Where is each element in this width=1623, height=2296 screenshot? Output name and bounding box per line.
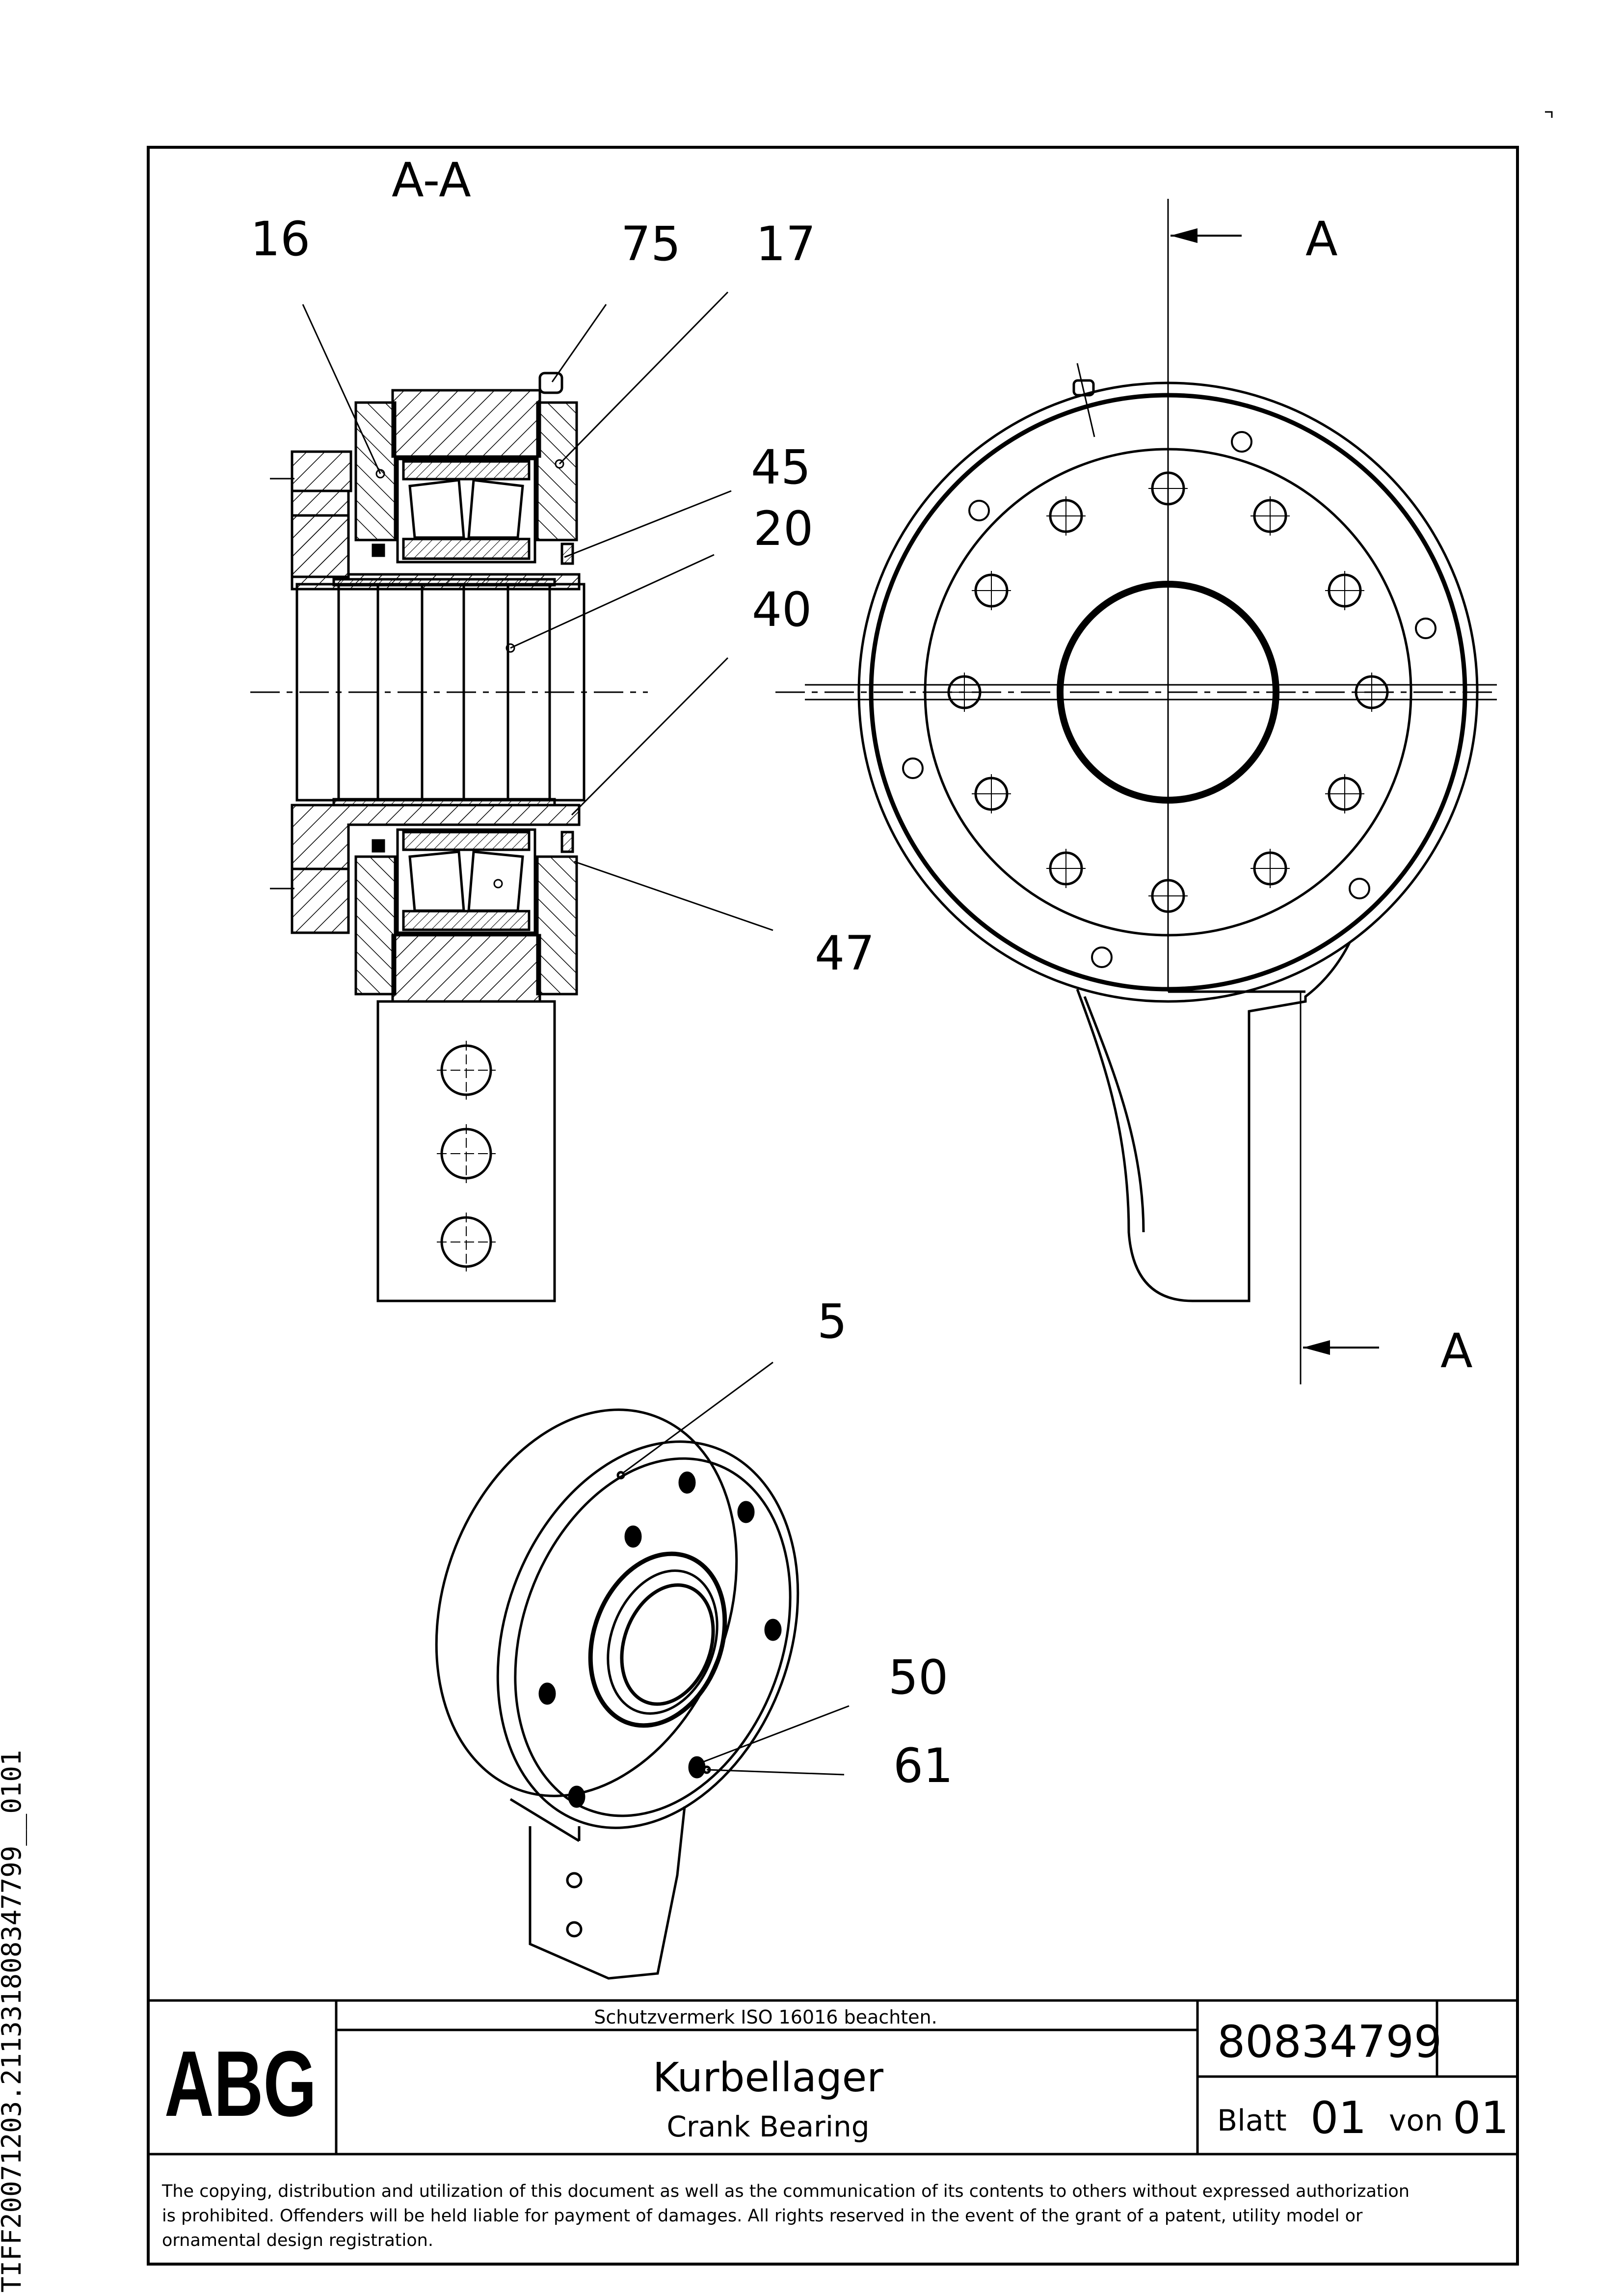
drawing-title: Kurbellager (653, 2054, 883, 2101)
callout-20: 20 (753, 501, 813, 556)
leader-lines-section (302, 291, 773, 931)
callout-50: 50 (888, 1650, 948, 1705)
section-view-a-a (250, 372, 648, 1302)
corner-mark (1545, 111, 1553, 118)
copyright-line-3: ornamental design registration. (162, 2231, 433, 2250)
callout-5: 5 (817, 1294, 847, 1349)
company-logo: ABG (164, 2032, 317, 2136)
callout-40: 40 (752, 582, 812, 637)
section-marker-bottom: A (1440, 1324, 1473, 1378)
of-label: von (1389, 2104, 1443, 2138)
section-marker-top: A (1305, 212, 1338, 267)
drawing-frame (147, 146, 1519, 2266)
sheet-number: 01 (1310, 2092, 1367, 2144)
callout-17: 17 (756, 216, 816, 271)
copyright-line-2: is prohibited. Offenders will be held li… (162, 2206, 1363, 2226)
drawing-subtitle: Crank Bearing (666, 2110, 869, 2143)
section-title: A-A (392, 153, 471, 208)
callout-61: 61 (893, 1738, 953, 1793)
callout-16: 16 (250, 212, 310, 267)
title-block (148, 1999, 1517, 2156)
drawing-number: 80834799 (1217, 2016, 1442, 2068)
isometric-view (435, 1408, 799, 1980)
protection-note: Schutzvermerk ISO 16016 beachten. (594, 2006, 937, 2028)
callout-45: 45 (751, 440, 811, 495)
callout-75: 75 (621, 216, 681, 271)
side-file-id: TIFF20071203.211331808347799__0101 (0, 1750, 27, 2293)
sheet-label: Blatt (1217, 2104, 1287, 2138)
callout-47: 47 (815, 926, 875, 981)
sheet-total: 01 (1453, 2092, 1509, 2144)
leader-lines-iso (623, 1361, 850, 1776)
front-view (775, 199, 1497, 1384)
copyright-line-1: The copying, distribution and utilizatio… (161, 2182, 1410, 2201)
